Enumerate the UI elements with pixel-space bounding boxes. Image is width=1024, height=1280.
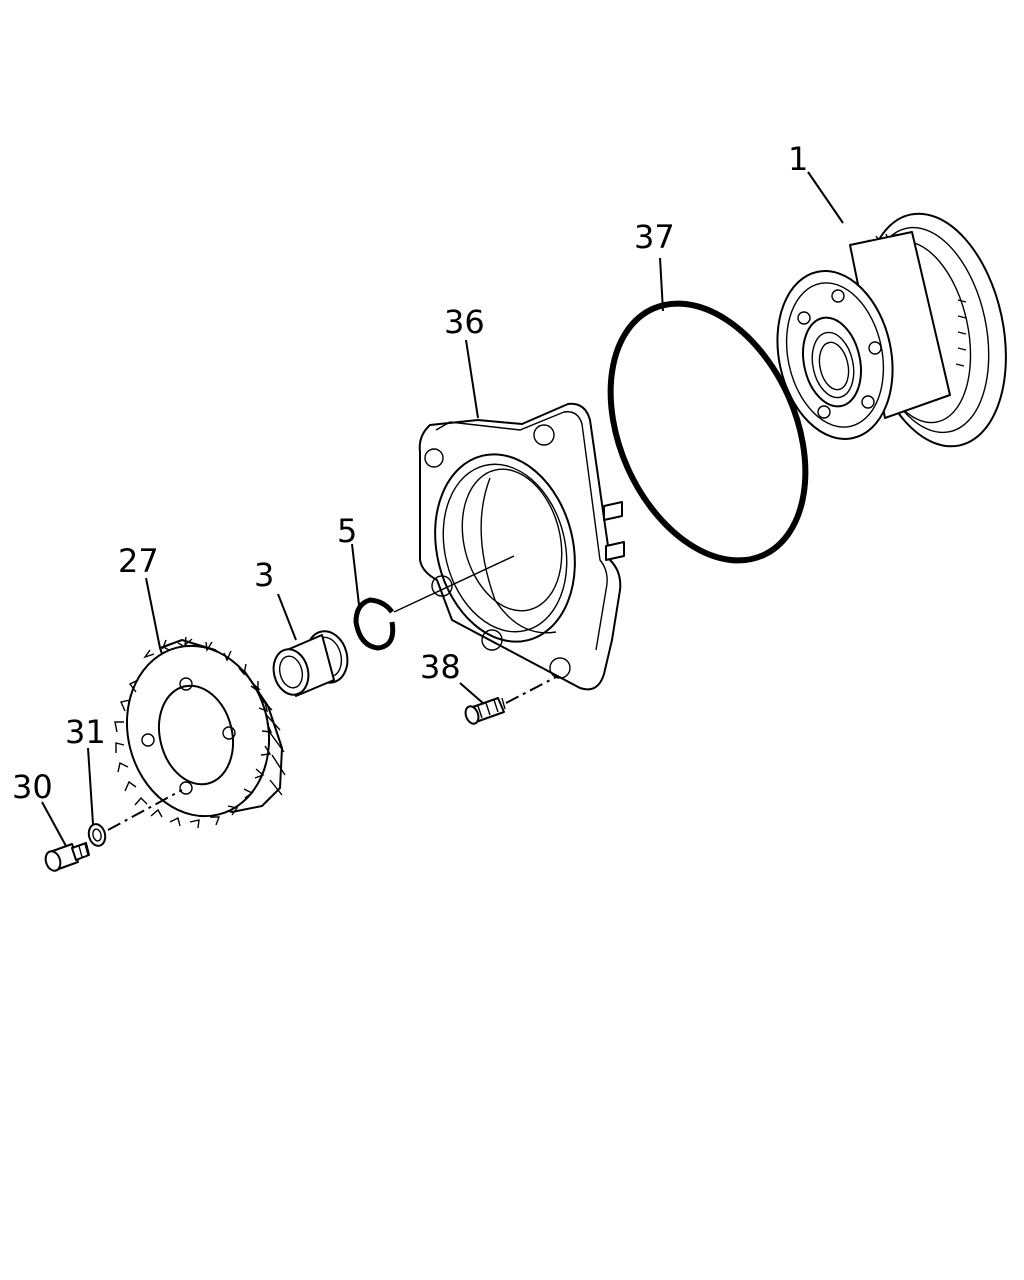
leader-line-38 <box>459 682 485 705</box>
callout-38: 38 <box>420 648 461 686</box>
leader-line-37 <box>659 257 664 312</box>
leader-line-27 <box>145 577 161 649</box>
part-5-snap-ring <box>353 597 396 651</box>
part-27-gear <box>114 636 286 829</box>
callout-5: 5 <box>337 512 357 550</box>
leader-line-30 <box>41 801 67 847</box>
callout-27: 27 <box>118 542 159 580</box>
leader-line-3 <box>277 593 297 641</box>
leader-line-5 <box>351 543 360 606</box>
center-line-36 <box>393 555 515 613</box>
part-1-bearing-housing <box>776 212 1007 448</box>
callout-3: 3 <box>254 556 274 594</box>
part-3-bushing <box>272 630 349 697</box>
callout-36: 36 <box>444 303 485 341</box>
leader-line-1 <box>807 171 844 224</box>
callout-30: 30 <box>12 768 53 806</box>
callout-37: 37 <box>634 218 675 256</box>
center-line-38 <box>505 675 559 704</box>
part-38-screw <box>464 675 559 725</box>
part-30-bolt <box>44 842 90 872</box>
leader-line-36 <box>465 339 479 419</box>
callout-1: 1 <box>788 140 808 178</box>
part-37-o-ring <box>607 300 809 564</box>
callout-31: 31 <box>65 713 106 751</box>
part-36-cover-plate <box>393 402 625 691</box>
part-31-washer <box>87 789 183 847</box>
leader-line-31 <box>87 747 94 825</box>
